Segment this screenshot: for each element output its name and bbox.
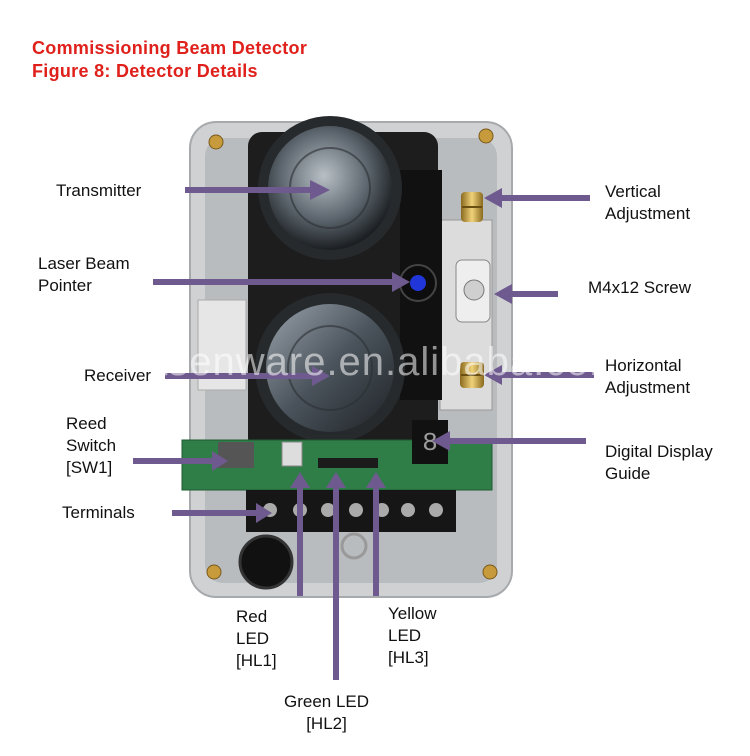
leader-lines (133, 180, 594, 680)
terminal-block (238, 490, 456, 590)
label-horizontal-adjustment: Horizontal Adjustment (605, 356, 691, 397)
label-green-led: Green LED [HL2] (284, 692, 370, 733)
receiver-lens (255, 293, 405, 443)
page-title: Commissioning Beam Detector (32, 38, 308, 58)
label-digital-display: Digital Display Guide (605, 442, 713, 483)
label-screw: M4x12 Screw (588, 278, 691, 297)
transmitter-lens (258, 116, 402, 260)
label-vertical-adjustment: Vertical Adjustment (605, 182, 691, 223)
horizontal-adjust-screw (460, 362, 484, 388)
vertical-adjust-screw (461, 192, 483, 222)
label-receiver: Receiver (84, 366, 152, 385)
label-transmitter: Transmitter (56, 181, 142, 200)
label-laser-pointer: Laser Beam Pointer (38, 254, 130, 295)
seven-segment-display: 8 (422, 428, 438, 458)
label-reed-switch: Reed Switch [SW1] (66, 414, 117, 477)
m4x12-screw (463, 279, 485, 301)
figure-caption: Figure 8: Detector Details (32, 61, 258, 81)
label-red-led: Red LED [HL1] (236, 607, 277, 670)
label-terminals: Terminals (62, 503, 135, 522)
label-yellow-led: Yellow LED [HL3] (388, 604, 437, 667)
watermark: asenware.en.alibaba.com (145, 340, 624, 384)
